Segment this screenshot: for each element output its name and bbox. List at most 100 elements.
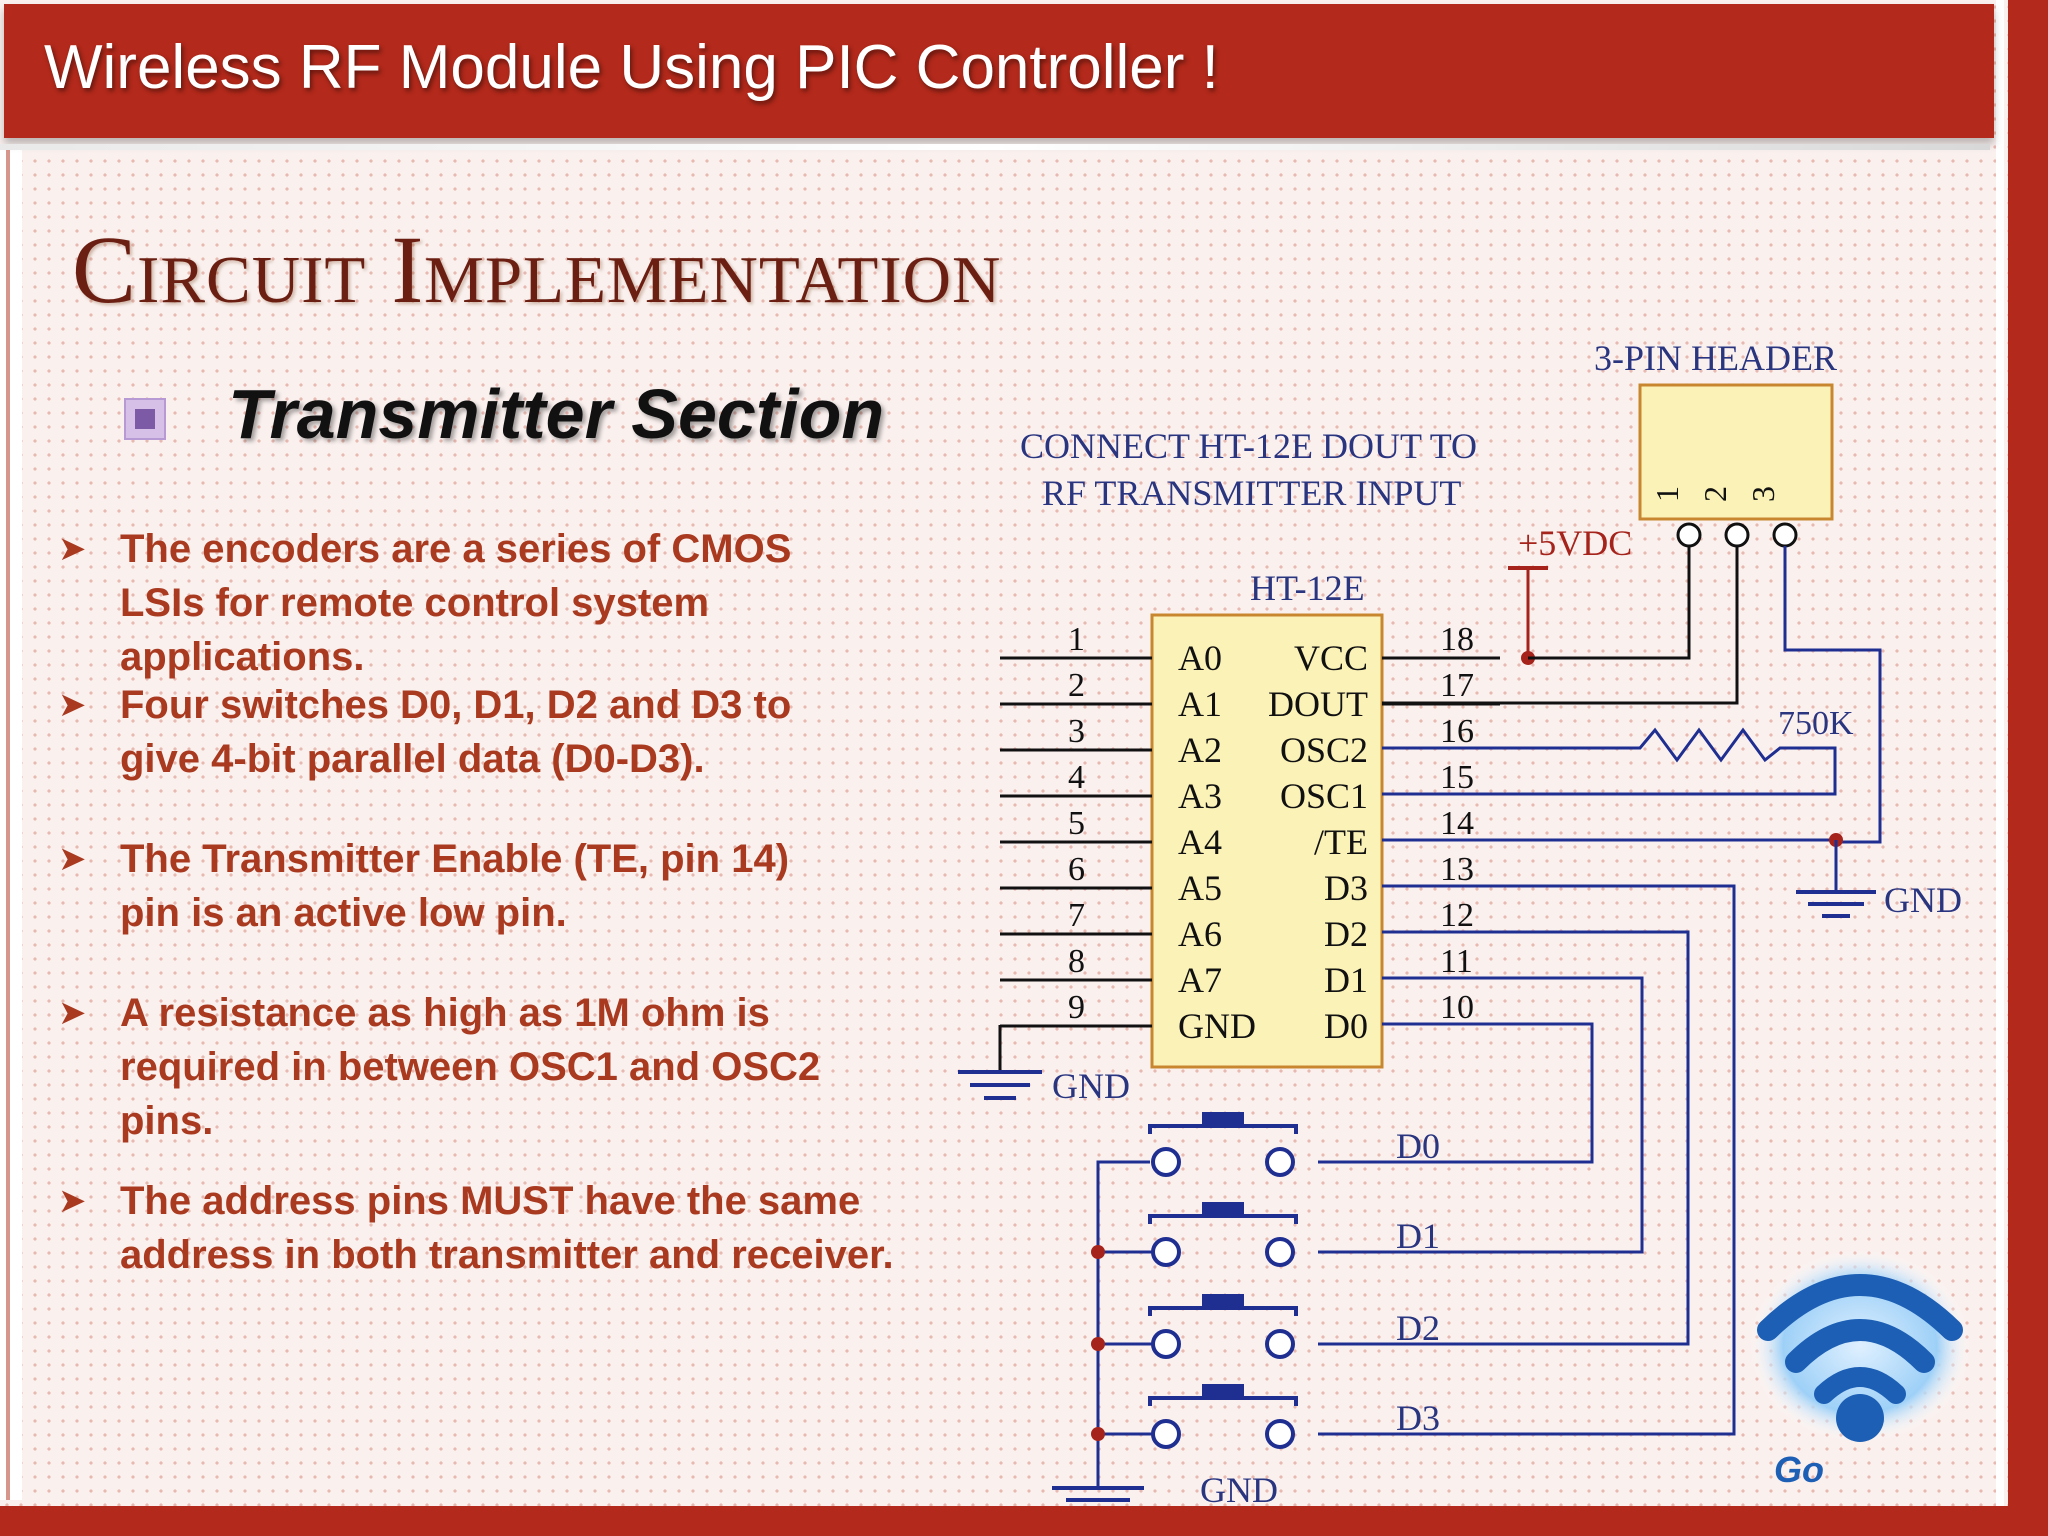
rail-junction: [1091, 1245, 1105, 1259]
switch-label: D3: [1396, 1398, 1440, 1438]
right-pin-number: 14: [1440, 805, 1474, 842]
pin-header-box: [1638, 383, 1834, 521]
left-pin-number: 6: [1068, 851, 1085, 888]
ground-label: GND: [1052, 1066, 1130, 1106]
bullet-line: address in both transmitter and receiver…: [120, 1233, 894, 1277]
switch-contact: [1151, 1147, 1181, 1177]
vcc-to-header-wire: [1528, 546, 1691, 660]
left-pin-number: 5: [1068, 805, 1085, 842]
right-pin-number: 18: [1440, 621, 1474, 658]
right-pin-number: 13: [1440, 851, 1474, 888]
arrow-bullet-icon: ➤: [58, 1182, 87, 1220]
subheading: Transmitter Section: [228, 375, 885, 453]
header-gnd-wire: [1783, 546, 1882, 844]
bullet-line: The encoders are a series of CMOS: [120, 527, 792, 571]
right-pin-name: D2: [1324, 914, 1368, 954]
left-rail-decoration: [0, 150, 22, 1500]
left-pin-number: 2: [1068, 667, 1085, 704]
switch-label: D2: [1396, 1308, 1440, 1348]
left-pin-name: A6: [1178, 914, 1222, 954]
bullet-line: pin is an active low pin.: [120, 891, 567, 935]
switch-button: [1202, 1112, 1244, 1128]
left-pin-number: 9: [1068, 989, 1085, 1026]
header-pin-terminal: [1676, 522, 1702, 548]
wifi-icon: Go: [1750, 1250, 1970, 1490]
header-pin-label: 3: [1745, 486, 1781, 502]
switch-contact: [1151, 1329, 1181, 1359]
right-pin-name: /TE: [1314, 822, 1368, 862]
right-pin-number: 11: [1440, 943, 1473, 980]
bullet-line: LSIs for remote control system: [120, 581, 710, 625]
d2-wire: [1318, 930, 1690, 1346]
right-pin-name: VCC: [1294, 638, 1368, 678]
right-edge-bar: [2008, 0, 2048, 1536]
d3-wire: [1318, 884, 1736, 1436]
bullet-line: applications.: [120, 635, 365, 679]
switch-button: [1202, 1294, 1244, 1310]
left-pin-name: A7: [1178, 960, 1222, 1000]
switch-button: [1202, 1202, 1244, 1218]
supply-label: +5VDC: [1518, 523, 1632, 563]
header-pin-label: 2: [1697, 486, 1733, 502]
arrow-bullet-icon: ➤: [58, 530, 87, 568]
d1-wire: [1318, 976, 1644, 1254]
bullet-line: The Transmitter Enable (TE, pin 14): [120, 837, 790, 881]
switch-contact: [1151, 1237, 1181, 1267]
header-pin-label: 1: [1649, 486, 1685, 502]
square-bullet-icon: [124, 398, 166, 440]
switch-contact: [1265, 1329, 1295, 1359]
ht12e-schematic: 3-PIN HEADER 1 2 3 CONNECT HT-12E DOUT T…: [958, 338, 1962, 1510]
arrow-bullet-icon: ➤: [58, 994, 87, 1032]
switch-label: D0: [1396, 1126, 1440, 1166]
bottom-bar: [0, 1506, 2048, 1536]
left-pin-name: A0: [1178, 638, 1222, 678]
left-pin-name: A5: [1178, 868, 1222, 908]
header-pin-terminal: [1772, 522, 1798, 548]
title-underline: [0, 144, 1990, 150]
bullet-line: Four switches D0, D1, D2 and D3 to: [120, 683, 792, 727]
schematic-note-line: CONNECT HT-12E DOUT TO: [1020, 426, 1477, 466]
right-pin-name: OSC2: [1280, 730, 1368, 770]
header-pin-terminal: [1724, 522, 1750, 548]
section-heading: Circuit Implementation: [72, 216, 1002, 323]
right-pin-number: 15: [1440, 759, 1474, 796]
ground-label: GND: [1884, 880, 1962, 920]
bullet-line: pins.: [120, 1099, 214, 1143]
ht12e-chip: [1150, 613, 1384, 1069]
chip-label: HT-12E: [1250, 568, 1365, 608]
rail-junction: [1091, 1337, 1105, 1351]
right-pin-number: 10: [1440, 989, 1474, 1026]
bullet-line: give 4-bit parallel data (D0-D3).: [120, 737, 705, 781]
left-pin-name: GND: [1178, 1006, 1256, 1046]
left-pin-name: A1: [1178, 684, 1222, 724]
left-pin-name: A4: [1178, 822, 1222, 862]
dout-to-header-wire: [1382, 546, 1739, 705]
bullet-line: required in between OSC1 and OSC2: [120, 1045, 821, 1089]
switch-contact: [1265, 1147, 1295, 1177]
rail-junction: [1091, 1427, 1105, 1441]
bullet-line: The address pins MUST have the same: [120, 1179, 861, 1223]
ground-label: GND: [1200, 1470, 1278, 1510]
title-bar: Wireless RF Module Using PIC Controller …: [4, 4, 1994, 138]
right-pin-name: D0: [1324, 1006, 1368, 1046]
header-label: 3-PIN HEADER: [1594, 338, 1837, 378]
slide-title: Wireless RF Module Using PIC Controller …: [44, 33, 1219, 102]
switch-contact: [1151, 1419, 1181, 1449]
left-pin-name: A2: [1178, 730, 1222, 770]
logo-text: Go: [1774, 1449, 1824, 1490]
switch-contact: [1265, 1237, 1295, 1267]
left-pin-number: 4: [1068, 759, 1085, 796]
right-pin-name: D3: [1324, 868, 1368, 908]
right-pin-number: 16: [1440, 713, 1474, 750]
left-pin-number: 1: [1068, 621, 1085, 658]
left-pin-number: 7: [1068, 897, 1085, 934]
switch-contact: [1265, 1419, 1295, 1449]
right-pin-number: 12: [1440, 897, 1474, 934]
right-pin-number: 17: [1440, 667, 1474, 704]
right-pin-name: DOUT: [1268, 684, 1368, 724]
right-pin-name: D1: [1324, 960, 1368, 1000]
right-pin-name: OSC1: [1280, 776, 1368, 816]
left-pin-number: 8: [1068, 943, 1085, 980]
